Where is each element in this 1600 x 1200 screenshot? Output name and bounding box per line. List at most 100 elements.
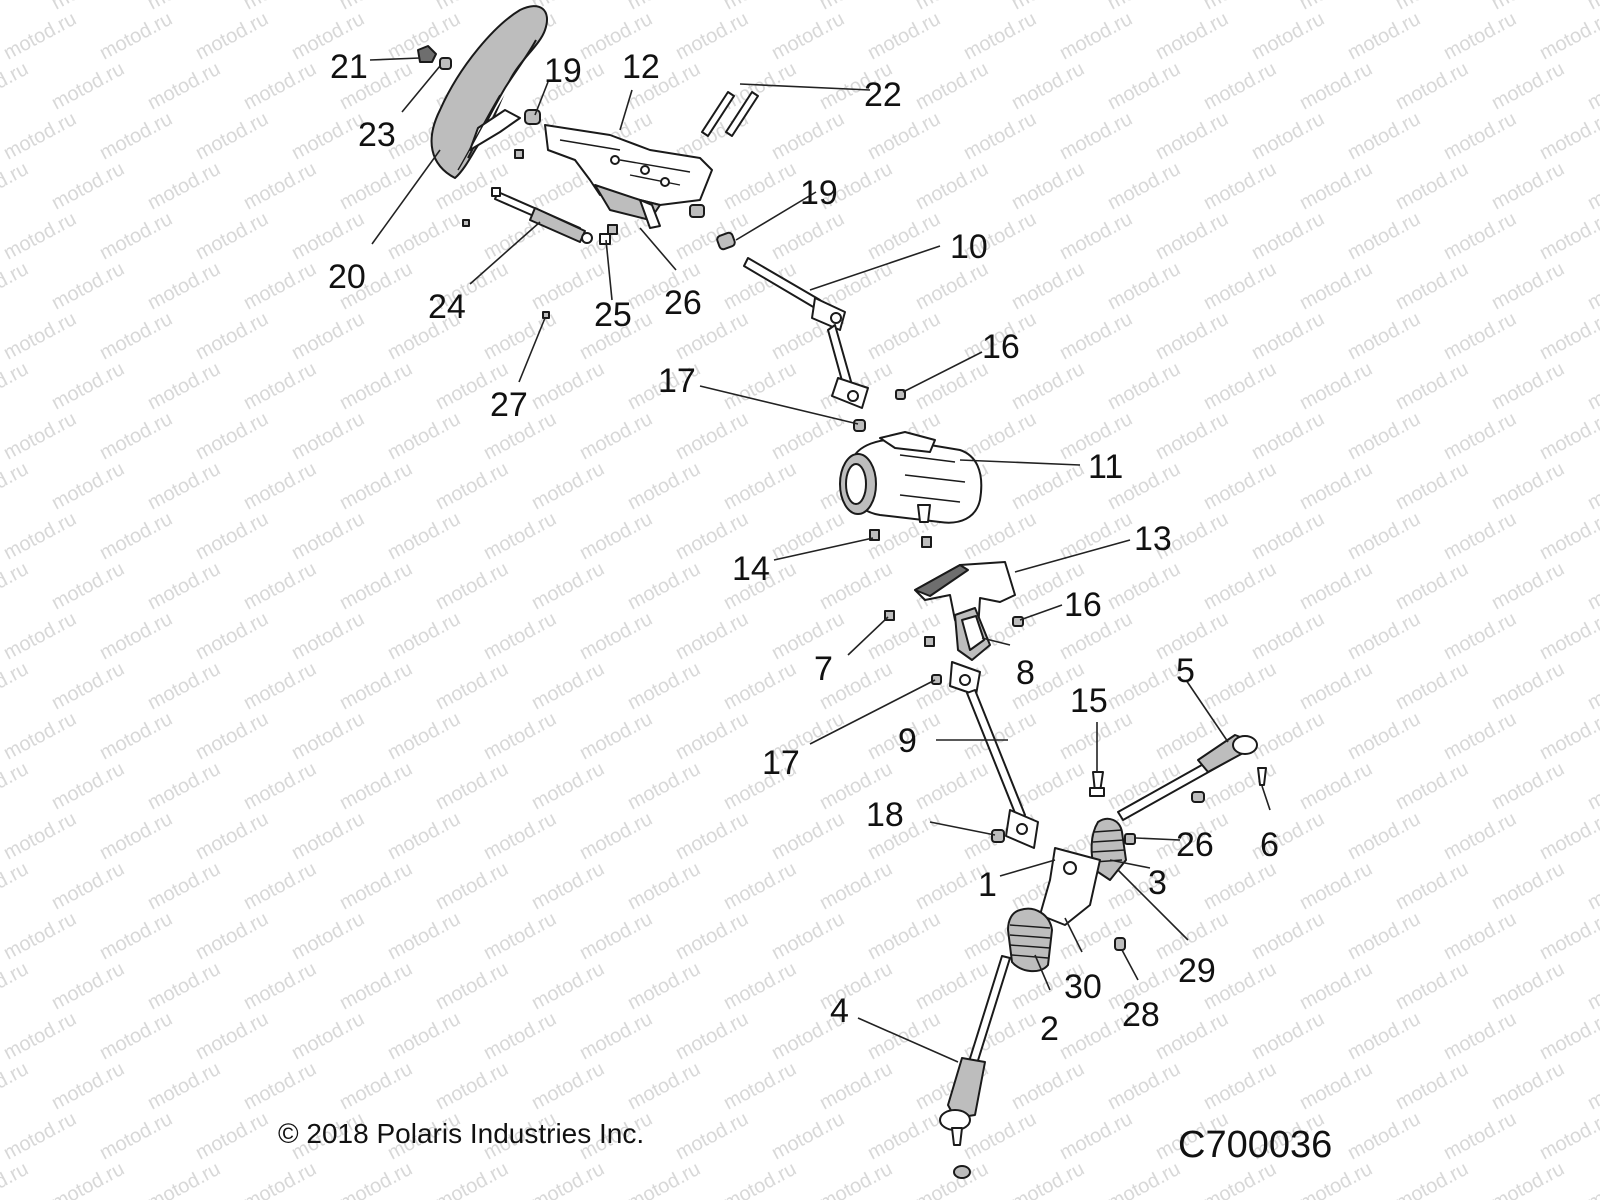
watermark-text: motod.ru	[1200, 58, 1280, 114]
callout-19-lower: 19	[800, 174, 838, 212]
watermark-text: motod.ru	[1104, 258, 1184, 314]
watermark-text: motod.ru	[768, 208, 848, 264]
watermark-text: motod.ru	[1440, 708, 1520, 764]
watermark-text: motod.ru	[48, 958, 128, 1014]
watermark-text: motod.ru	[1584, 258, 1600, 314]
watermark-text: motod.ru	[720, 1158, 800, 1200]
watermark-text: motod.ru	[864, 8, 944, 64]
watermark-text: motod.ru	[864, 108, 944, 164]
watermark-text: motod.ru	[1344, 408, 1424, 464]
watermark-text: motod.ru	[0, 1158, 32, 1200]
watermark-text: motod.ru	[1536, 708, 1600, 764]
watermark-text: motod.ru	[1104, 358, 1184, 414]
watermark-text: motod.ru	[528, 658, 608, 714]
callout-11: 11	[1088, 448, 1123, 486]
watermark-text: motod.ru	[624, 658, 704, 714]
callout-27: 27	[490, 386, 528, 424]
watermark-text: motod.ru	[768, 1108, 848, 1164]
callout-4: 4	[830, 992, 849, 1030]
watermark-text: motod.ru	[864, 1008, 944, 1064]
watermark-text: motod.ru	[288, 308, 368, 364]
watermark-text: motod.ru	[144, 958, 224, 1014]
part-nut-18	[991, 829, 1005, 843]
watermark-text: motod.ru	[960, 108, 1040, 164]
watermark-text: motod.ru	[1584, 758, 1600, 814]
callout-17-lower: 17	[762, 744, 800, 782]
watermark-text: motod.ru	[624, 758, 704, 814]
watermark-text: motod.ru	[0, 458, 32, 514]
watermark-text: motod.ru	[672, 608, 752, 664]
watermark-text: motod.ru	[1296, 958, 1376, 1014]
watermark-text: motod.ru	[288, 608, 368, 664]
part-bracket-13	[884, 561, 1024, 647]
watermark-text: motod.ru	[0, 208, 80, 264]
part-fasteners-16-17	[853, 389, 906, 432]
watermark-text: motod.ru	[144, 158, 224, 214]
watermark-text: motod.ru	[144, 1058, 224, 1114]
watermark-text: motod.ru	[240, 1058, 320, 1114]
watermark-text: motod.ru	[1248, 908, 1328, 964]
watermark-text: motod.ru	[1488, 558, 1568, 614]
watermark-text: motod.ru	[720, 1058, 800, 1114]
watermark-text: motod.ru	[1584, 1158, 1600, 1200]
watermark-text: motod.ru	[1536, 608, 1600, 664]
watermark-text: motod.ru	[1248, 1008, 1328, 1064]
watermark-text: motod.ru	[576, 608, 656, 664]
watermark-text: motod.ru	[0, 58, 32, 114]
watermark-text: motod.ru	[720, 658, 800, 714]
watermark-text: motod.ru	[0, 408, 80, 464]
watermark-text: motod.ru	[0, 258, 32, 314]
watermark-text: motod.ru	[1008, 258, 1088, 314]
watermark-text: motod.ru	[864, 908, 944, 964]
callout-10: 10	[950, 228, 988, 266]
watermark-text: motod.ru	[720, 358, 800, 414]
watermark-text: motod.ru	[1296, 258, 1376, 314]
watermark-text: motod.ru	[1056, 508, 1136, 564]
watermark-text: motod.ru	[1488, 358, 1568, 414]
watermark-text: motod.ru	[0, 858, 32, 914]
callout-5: 5	[1176, 652, 1195, 690]
watermark-text: motod.ru	[96, 808, 176, 864]
watermark-text: motod.ru	[1008, 1158, 1088, 1200]
watermark-text: motod.ru	[672, 808, 752, 864]
watermark-text: motod.ru	[1440, 8, 1520, 64]
watermark-text: motod.ru	[1488, 58, 1568, 114]
watermark-text: motod.ru	[1440, 808, 1520, 864]
watermark-text: motod.ru	[336, 958, 416, 1014]
part-tie-rod-right-5	[1117, 734, 1267, 821]
part-bushing-19-upper	[524, 109, 541, 125]
watermark-text: motod.ru	[1536, 108, 1600, 164]
watermark-text: motod.ru	[96, 708, 176, 764]
watermark-text: motod.ru	[0, 308, 80, 364]
watermark-text: motod.ru	[1392, 658, 1472, 714]
watermark-text: motod.ru	[672, 1008, 752, 1064]
watermark-text: motod.ru	[1584, 658, 1600, 714]
leader-lines	[369, 57, 1271, 1063]
watermark-text: motod.ru	[1056, 1108, 1136, 1164]
watermark-text: motod.ru	[768, 908, 848, 964]
watermark-text: motod.ru	[1008, 158, 1088, 214]
watermark-text: motod.ru	[1344, 708, 1424, 764]
watermark-text: motod.ru	[48, 458, 128, 514]
watermark-text: motod.ru	[240, 558, 320, 614]
watermark-text: motod.ru	[96, 408, 176, 464]
watermark-text: motod.ru	[960, 508, 1040, 564]
watermark-text: motod.ru	[1584, 858, 1600, 914]
watermark-text: motod.ru	[1392, 1158, 1472, 1200]
watermark-text: motod.ru	[1440, 408, 1520, 464]
watermark-text: motod.ru	[1584, 58, 1600, 114]
watermark-text: motod.ru	[192, 808, 272, 864]
watermark-text: motod.ru	[960, 408, 1040, 464]
watermark-text: motod.ru	[816, 1058, 896, 1114]
watermark-text: motod.ru	[1248, 108, 1328, 164]
watermark-text: motod.ru	[0, 658, 32, 714]
watermark-text: motod.ru	[192, 708, 272, 764]
watermark-text: motod.ru	[816, 1158, 896, 1200]
watermark-text: motod.ru	[480, 1008, 560, 1064]
watermark-text: motod.ru	[288, 108, 368, 164]
watermark-text: motod.ru	[1152, 8, 1232, 64]
callout-13: 13	[1134, 520, 1172, 558]
watermark-text: motod.ru	[144, 1158, 224, 1200]
watermark-text: motod.ru	[0, 958, 32, 1014]
